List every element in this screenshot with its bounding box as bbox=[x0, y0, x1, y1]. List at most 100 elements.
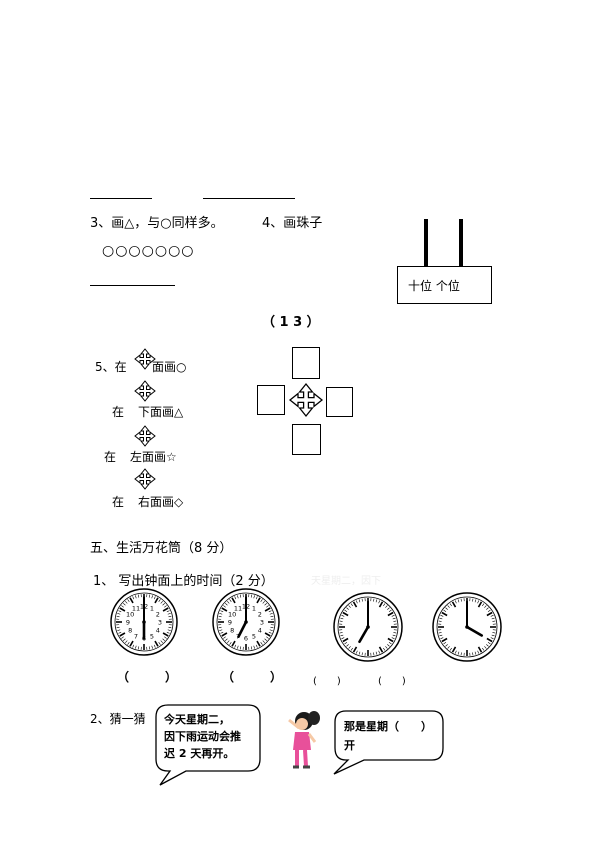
clock-tick bbox=[472, 652, 474, 656]
clock-tick bbox=[439, 634, 443, 637]
faint-background-text: 天星期二，因下 bbox=[311, 576, 381, 587]
clock-tick bbox=[383, 603, 386, 607]
clock-tick bbox=[264, 603, 268, 606]
clock-tick bbox=[457, 599, 460, 603]
clock-tick bbox=[457, 651, 460, 655]
clock-tick bbox=[392, 617, 396, 620]
clock-tick bbox=[486, 607, 489, 610]
clock-tick bbox=[342, 611, 349, 617]
clock-tick bbox=[231, 640, 236, 647]
clock-tick bbox=[229, 599, 232, 602]
clock-tick bbox=[487, 642, 491, 645]
clock-numeral: 5 bbox=[150, 632, 154, 640]
answer-line bbox=[203, 198, 295, 199]
q5-line4-prefix: 在 bbox=[112, 495, 125, 509]
question-3-label: 3、画△，与○同样多。 bbox=[90, 216, 224, 231]
clock-tick bbox=[449, 603, 452, 607]
clock-tick bbox=[164, 636, 167, 639]
clock-tick bbox=[148, 594, 151, 598]
answer-box-bottom[interactable] bbox=[292, 424, 321, 455]
answer-paren[interactable]: ( ) bbox=[313, 676, 341, 687]
clock-tick bbox=[119, 632, 126, 637]
clock-tick bbox=[388, 642, 392, 645]
q5-line3-suffix: 左面画☆ bbox=[130, 450, 177, 464]
clock-tick bbox=[135, 645, 137, 649]
clock-tick bbox=[474, 599, 477, 603]
clock-tick bbox=[224, 603, 228, 606]
move-arrows-icon bbox=[134, 380, 156, 402]
clock-tick bbox=[118, 610, 122, 613]
clock-tick bbox=[266, 605, 269, 608]
q5-line1-suffix: 面画○ bbox=[152, 360, 187, 374]
clock-tick bbox=[220, 631, 224, 634]
clock-tick bbox=[348, 646, 351, 649]
clock-tick bbox=[121, 605, 124, 608]
clock-numeral: 3 bbox=[158, 619, 162, 627]
clock-tick bbox=[256, 640, 261, 647]
clock-numeral: 2 bbox=[156, 611, 160, 619]
clock-tick bbox=[221, 632, 228, 637]
q5-line4-suffix: 右面画◇ bbox=[138, 495, 184, 509]
move-arrows-icon bbox=[134, 468, 156, 490]
clock-tick bbox=[154, 640, 159, 647]
clock-tick bbox=[350, 603, 353, 607]
abacus-rod-tens bbox=[424, 219, 428, 267]
clock-tick bbox=[253, 595, 255, 599]
clock-tick bbox=[218, 626, 222, 629]
clock-tick bbox=[151, 595, 153, 599]
clock-tick bbox=[118, 631, 122, 634]
answer-box-top[interactable] bbox=[292, 347, 320, 379]
clock-tick bbox=[385, 605, 388, 608]
clock-tick bbox=[151, 645, 153, 649]
clock-tick bbox=[342, 637, 349, 643]
answer-box-left[interactable] bbox=[257, 385, 285, 415]
clock-tick bbox=[352, 601, 358, 608]
clock-numeral: 4 bbox=[156, 627, 160, 635]
question-2-label: 2、猜一猜 bbox=[90, 712, 146, 726]
clock-tick bbox=[373, 652, 375, 656]
answer-line bbox=[90, 198, 152, 199]
clock-tick bbox=[269, 629, 273, 631]
speech-bubble-icon bbox=[155, 704, 261, 786]
clock-tick bbox=[447, 605, 450, 608]
clock-tick bbox=[122, 603, 126, 606]
clock-tick bbox=[269, 613, 273, 615]
clock-tick bbox=[441, 611, 448, 617]
clock-tick bbox=[262, 640, 265, 644]
clock-tick bbox=[378, 646, 384, 653]
clock-tick bbox=[162, 638, 166, 641]
answer-paren[interactable]: ( ) bbox=[378, 676, 406, 687]
clock-tick bbox=[350, 647, 353, 651]
clock-tick bbox=[117, 613, 121, 615]
clock-numeral: 8 bbox=[230, 627, 234, 635]
clock-tick bbox=[392, 634, 396, 637]
clock-center-pin bbox=[366, 625, 370, 629]
clock-inner-ring bbox=[216, 592, 276, 652]
clock-inner-ring bbox=[436, 596, 498, 658]
bubble-left-line1: 今天星期二， bbox=[164, 713, 230, 726]
clock-tick bbox=[355, 600, 358, 604]
clock-numeral: 9 bbox=[126, 619, 130, 627]
clock-tick bbox=[341, 614, 345, 617]
answer-paren[interactable]: （ ） bbox=[117, 670, 178, 684]
clock-tick bbox=[454, 650, 457, 654]
clock-center-pin bbox=[465, 625, 469, 629]
clock-tick bbox=[127, 599, 130, 602]
clock-numeral: 10 bbox=[126, 611, 134, 619]
clock-tick bbox=[393, 632, 397, 634]
clock-tick bbox=[472, 598, 474, 602]
clock-tick bbox=[491, 634, 495, 637]
clock-tick bbox=[162, 607, 169, 612]
clock-tick bbox=[445, 644, 448, 647]
clock-tick bbox=[158, 599, 161, 602]
clock-tick bbox=[268, 610, 272, 613]
clock-tick bbox=[441, 637, 448, 643]
clock-tick bbox=[387, 611, 394, 617]
clock-tick bbox=[484, 605, 487, 608]
clock-tick bbox=[391, 614, 395, 617]
clock-inner-ring bbox=[114, 592, 174, 652]
clock-tick bbox=[218, 615, 222, 618]
answer-paren[interactable]: （ ） bbox=[222, 670, 283, 684]
answer-box-right[interactable] bbox=[326, 387, 353, 417]
question-1-title: 1、 写出钟面上的时间（2 分） bbox=[93, 574, 274, 589]
